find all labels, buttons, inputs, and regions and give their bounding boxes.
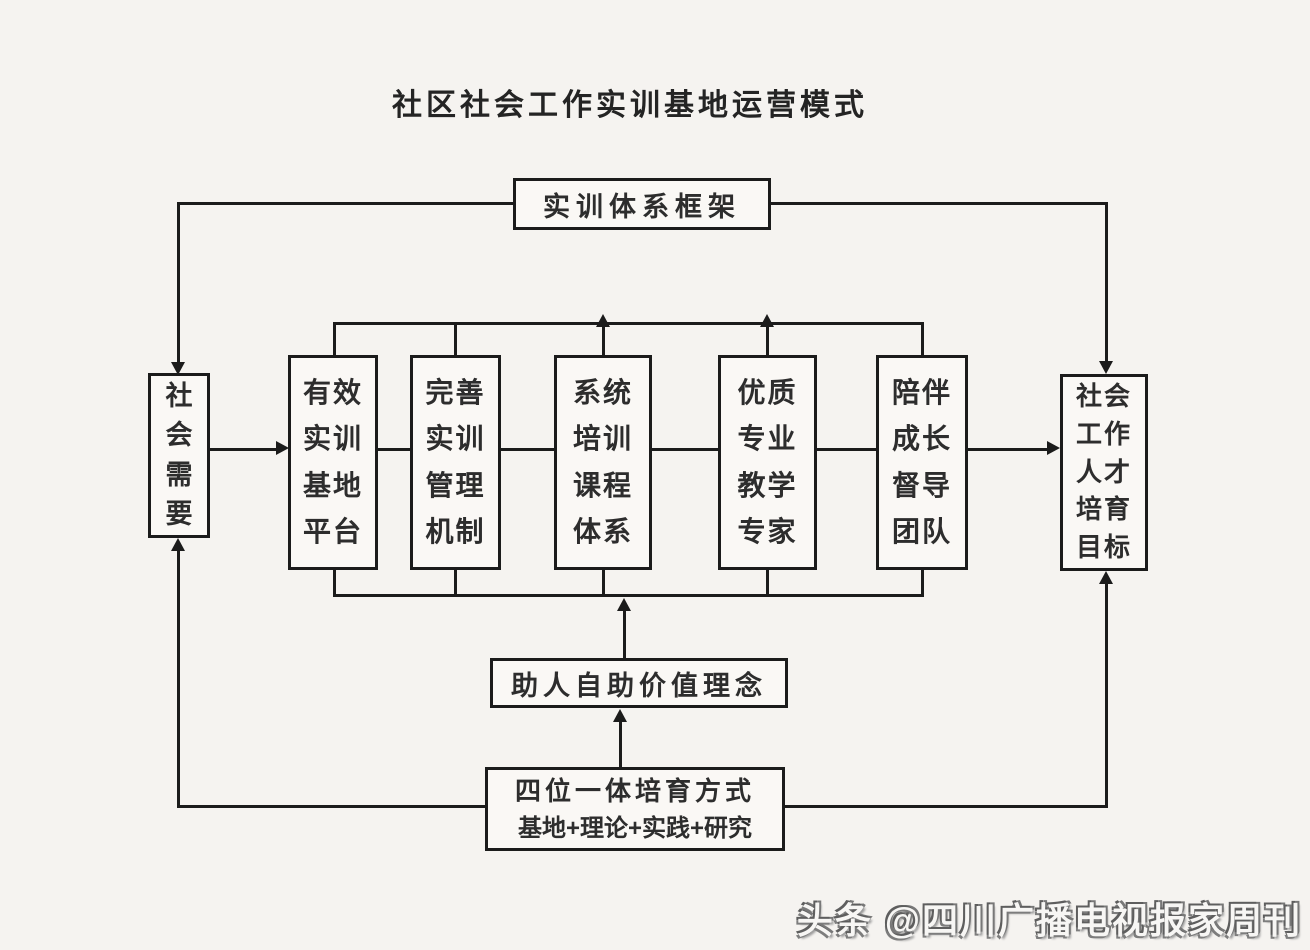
pillar-box-course-system: 系统 培训 课程 体系 [554,355,652,570]
arrow-up-pillar4-to-bus [760,314,774,327]
connector-left-riser [177,549,180,808]
connector-method-to-values [619,720,622,767]
pillar-box-teaching-experts: 优质 专业 教学 专家 [718,355,817,570]
bottom-stub-pillar4 [766,570,769,597]
pillar-box-training-platform: 有效 实训 基地 平台 [288,355,378,570]
page-title: 社区社会工作实训基地运营模式 [392,89,868,122]
connector-pillar3-pillar4 [652,448,718,451]
talent-goal-box: 社会 工作 人才 培育 目标 [1060,374,1148,571]
method-box: 四位一体培育方式 基地+理论+实践+研究 [485,767,785,851]
bottom-stub-pillar5 [921,570,924,597]
connector-framework-left-rail [178,202,515,205]
connector-framework-right-rail [769,202,1107,205]
pillar-box-supervision-team: 陪伴 成长 督导 团队 [876,355,968,570]
top-stub-pillar3 [602,322,605,358]
arrow-up-pillar3-to-bus [596,314,610,327]
pillar-box-management-mechanism: 完善 实训 管理 机制 [410,355,501,570]
top-stub-pillar2 [454,322,457,358]
connector-pillar5-to-goal [968,448,1048,451]
arrow-up-into-social-needs [171,538,185,551]
connector-method-left-rail [179,805,485,808]
toutiao-watermark: 头条 @四川广播电视报家周刊 [796,900,1302,941]
bottom-stub-pillar3 [602,570,605,597]
connector-right-drop [1105,202,1108,363]
framework-box: 实训体系框架 [513,178,771,230]
arrow-up-method-to-values [613,709,627,722]
arrow-right-into-pillar1 [276,441,289,455]
arrow-up-values-to-bus [617,598,631,611]
arrow-down-into-social-needs [171,362,185,375]
method-box-line1: 四位一体培育方式 [514,775,755,806]
connector-pillar2-pillar3 [501,448,554,451]
connector-pillar4-pillar5 [817,448,876,451]
connector-values-to-bus [623,609,626,658]
bottom-stub-pillar2 [454,570,457,597]
arrow-down-into-goal [1099,361,1113,374]
method-box-line2: 基地+理论+实践+研究 [517,814,753,842]
social-needs-box: 社 会 需 要 [148,373,210,538]
bottom-stub-pillar1 [333,570,336,597]
top-bus-line [333,322,923,325]
top-stub-pillar1 [333,322,336,358]
bottom-bus-line [333,594,923,597]
connector-method-right-rail [785,805,1107,808]
connector-left-drop [177,202,180,364]
connector-right-riser [1105,583,1108,808]
values-concept-box: 助人自助价值理念 [490,658,788,708]
arrow-up-into-goal [1099,571,1113,584]
top-stub-pillar5 [921,322,924,358]
arrow-right-into-goal [1047,441,1060,455]
connector-pillar1-pillar2 [378,448,410,451]
top-stub-pillar4 [766,322,769,358]
connector-social-to-pillar1 [210,448,278,451]
